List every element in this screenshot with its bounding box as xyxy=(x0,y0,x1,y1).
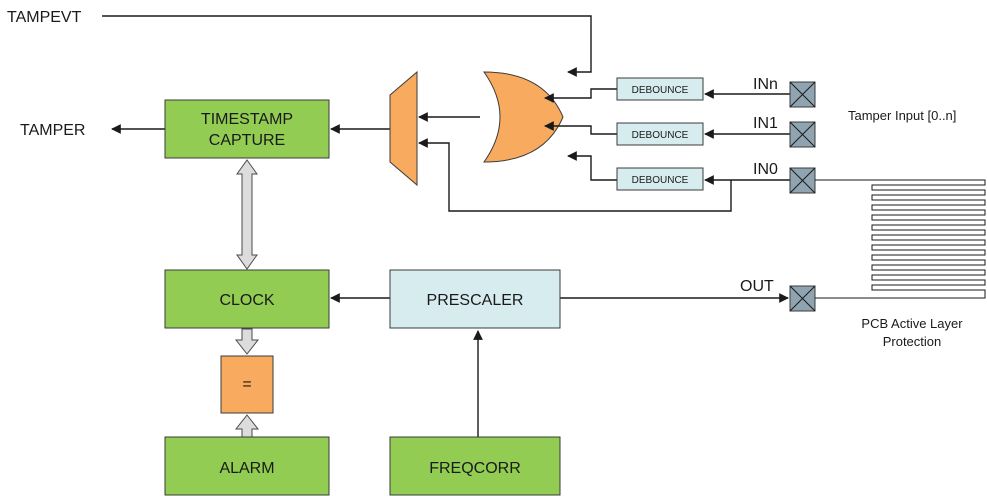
debounce-0-block: DEBOUNCE xyxy=(616,167,704,191)
timestamp-capture-block: TIMESTAMP CAPTURE xyxy=(164,99,330,159)
pad-in-n-icon xyxy=(789,81,816,108)
alarm-block: ALARM xyxy=(164,436,330,496)
tampevt-wire xyxy=(102,15,592,77)
pcb-label-1: PCB Active Layer xyxy=(861,316,963,331)
pcb-label-2: Protection xyxy=(883,334,942,349)
in-1-label: IN1 xyxy=(753,115,778,132)
or-gate-icon xyxy=(483,71,564,163)
tampevt-label: TAMPEVT xyxy=(7,9,82,26)
prescaler-label: PRESCALER xyxy=(427,292,524,309)
tamper-input-label: Tamper Input [0..n] xyxy=(848,108,956,123)
clock-block: CLOCK xyxy=(164,269,330,329)
debounce-1-label: DEBOUNCE xyxy=(632,130,689,141)
in0-bypass-wire xyxy=(418,138,732,212)
debounce-0-label: DEBOUNCE xyxy=(632,175,689,186)
prescaler-block: PRESCALER xyxy=(389,269,561,329)
pad-out-icon xyxy=(789,285,816,312)
debounce-1-to-or-wire xyxy=(544,121,617,135)
debounce-n-block: DEBOUNCE xyxy=(616,77,704,101)
freqcorr-block: FREQCORR xyxy=(389,436,561,496)
in-0-label: IN0 xyxy=(753,161,778,178)
timestamp-label-1: TIMESTAMP xyxy=(201,111,293,128)
timestamp-label-2: CAPTURE xyxy=(209,132,285,149)
debounce-n-label: DEBOUNCE xyxy=(632,85,689,96)
alarm-compare-arrow-icon xyxy=(234,414,260,438)
in-n-label: INn xyxy=(753,76,778,93)
pad-in-0-icon xyxy=(789,167,816,194)
multiplexer-icon xyxy=(389,70,418,187)
pad-in-1-icon xyxy=(789,121,816,148)
clock-compare-arrow-icon xyxy=(234,328,260,355)
pcb-active-layer-trace xyxy=(815,179,986,299)
clock-timestamp-bus-icon xyxy=(236,159,258,270)
comparator-label: = xyxy=(242,376,251,393)
debounce-n-to-or-wire xyxy=(544,88,617,103)
alarm-label: ALARM xyxy=(219,460,274,477)
tamper-label: TAMPER xyxy=(20,122,85,139)
clock-label: CLOCK xyxy=(219,292,274,309)
debounce-1-block: DEBOUNCE xyxy=(616,122,704,146)
debounce-0-to-or-wire xyxy=(567,151,617,181)
freqcorr-label: FREQCORR xyxy=(429,460,521,477)
out-label: OUT xyxy=(740,278,774,295)
comparator-block: = xyxy=(220,355,274,414)
